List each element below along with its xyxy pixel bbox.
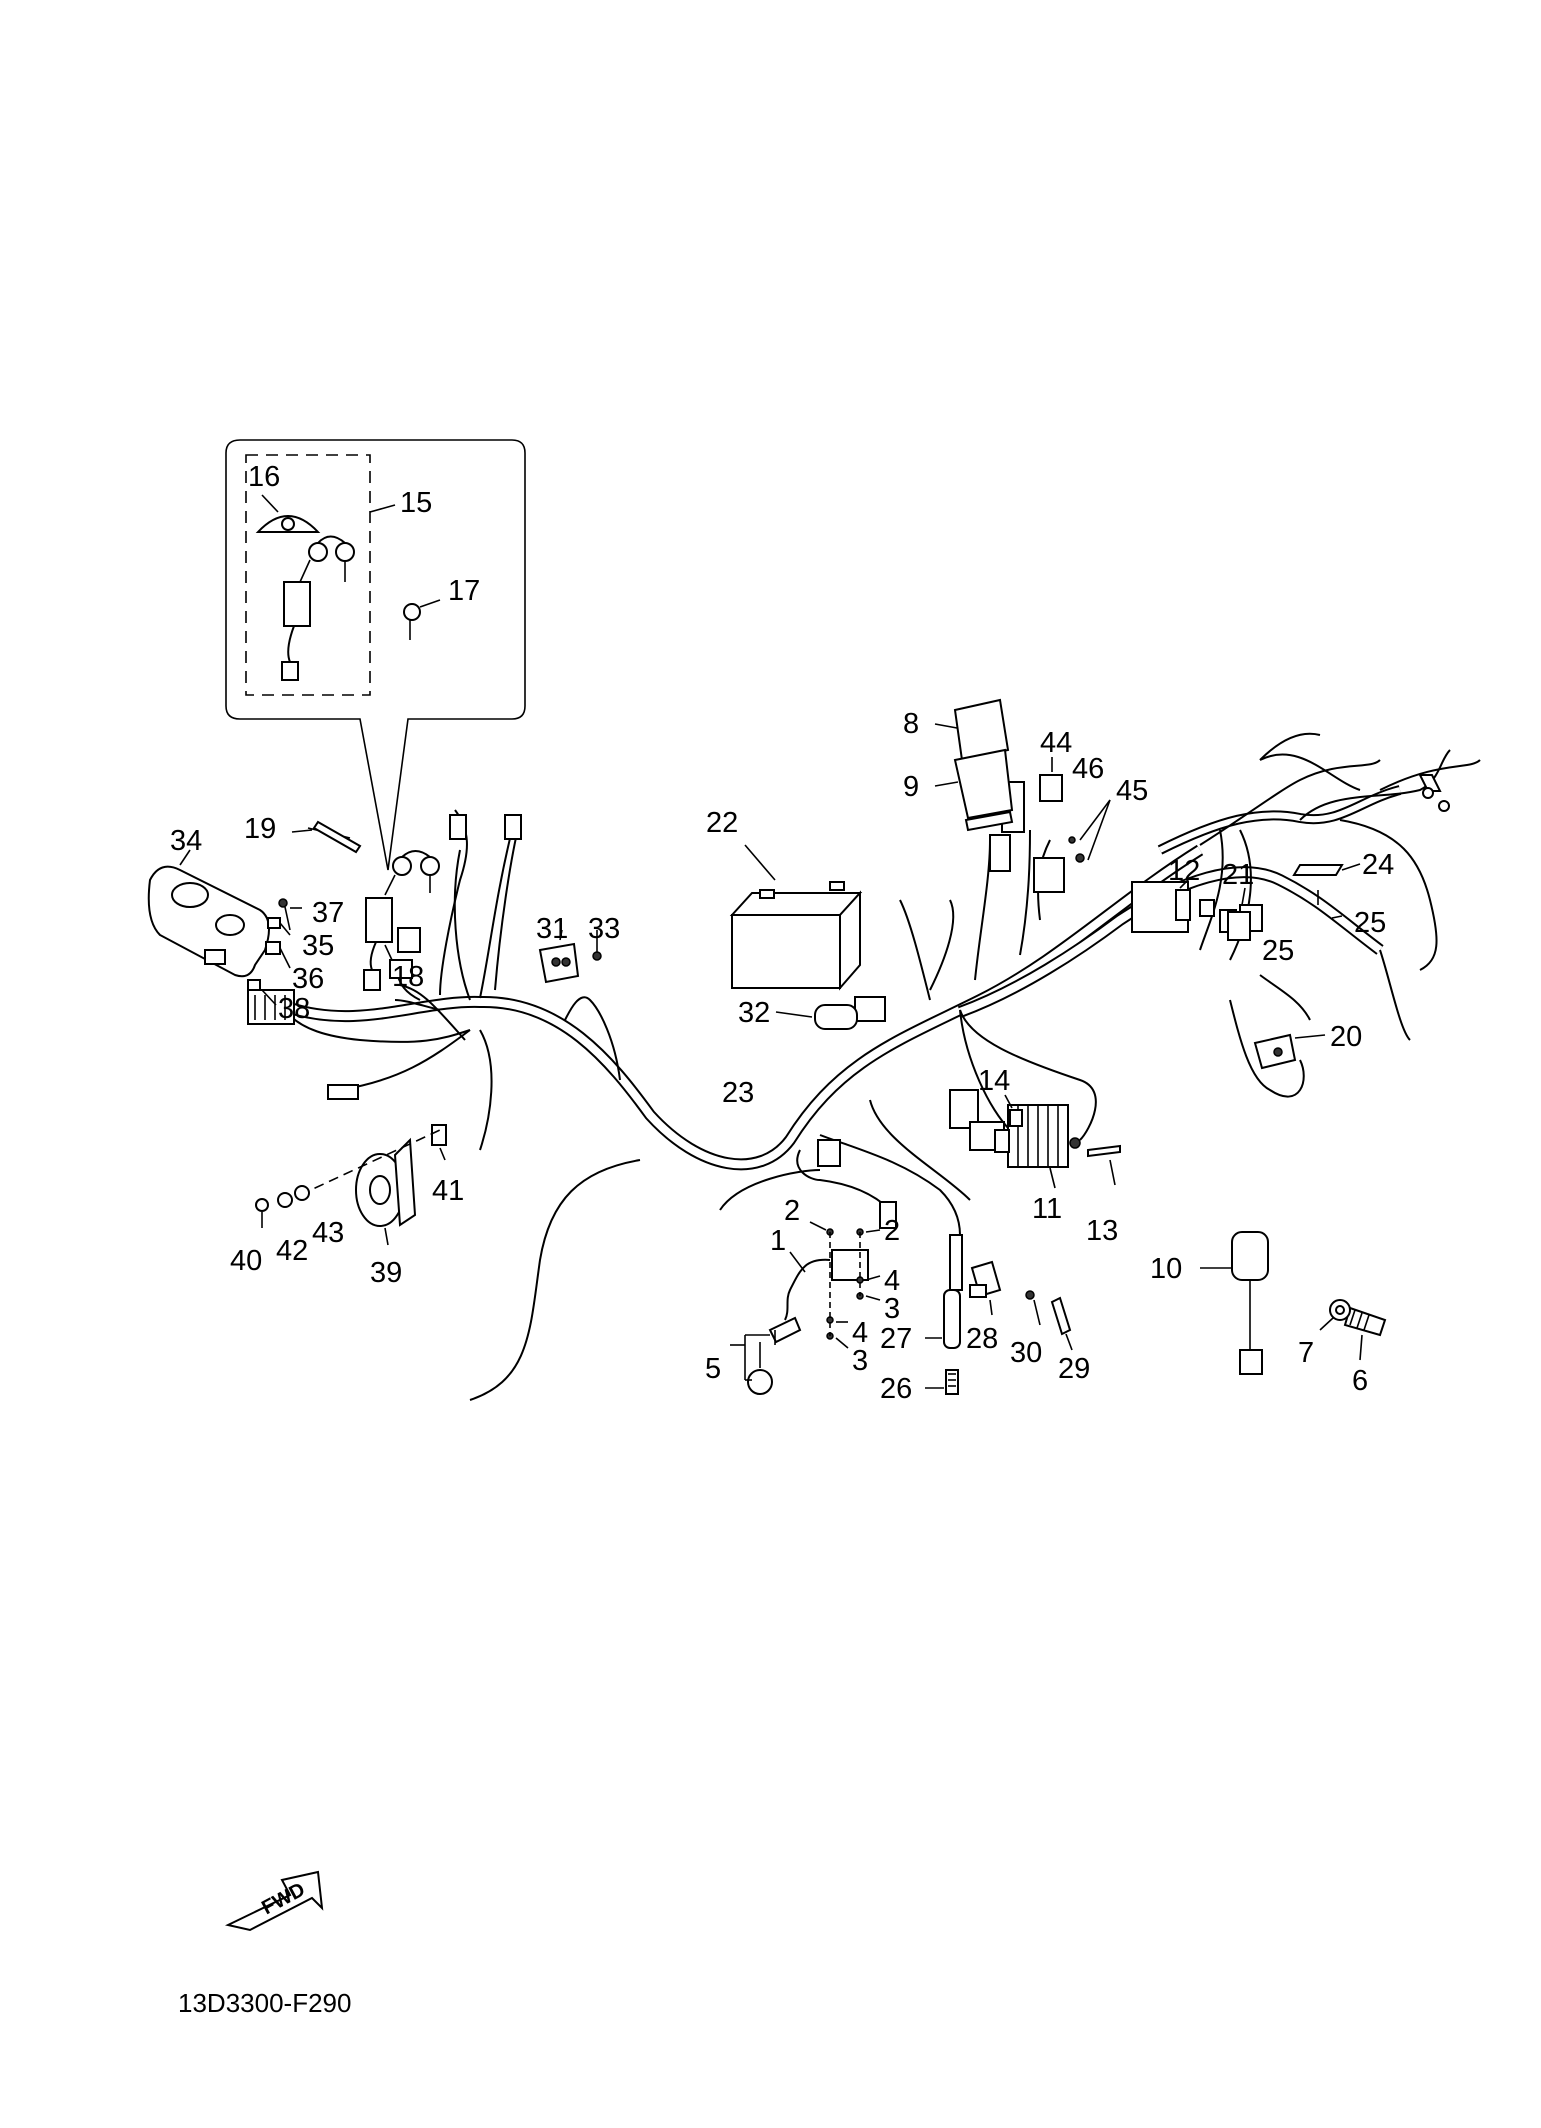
diagram-code: 13D3300-F290 xyxy=(178,1988,351,2018)
callout-43: 43 xyxy=(312,1217,344,1249)
callout-44: 44 xyxy=(1040,727,1072,759)
callout-8: 8 xyxy=(903,708,919,740)
relay-assembly xyxy=(1033,757,1111,893)
callout-15: 15 xyxy=(400,487,432,519)
callout-6: 6 xyxy=(1352,1365,1368,1397)
callout-13: 13 xyxy=(1086,1215,1118,1247)
horn xyxy=(255,1124,447,1246)
flasher-relay xyxy=(538,929,602,984)
callout-21: 21 xyxy=(1222,859,1254,891)
callout-25a: 25 xyxy=(1262,935,1294,967)
callout-18: 18 xyxy=(392,961,424,993)
callout-22: 22 xyxy=(706,807,738,839)
callout-46: 46 xyxy=(1072,753,1104,785)
callout-31: 31 xyxy=(536,913,568,945)
callout-5: 5 xyxy=(705,1353,721,1385)
callout-17: 17 xyxy=(448,575,480,607)
ignition-switch xyxy=(291,820,440,991)
spark-plug xyxy=(925,1289,961,1395)
callout-35: 35 xyxy=(302,930,334,962)
callout-32: 32 xyxy=(738,997,770,1029)
callout-14: 14 xyxy=(978,1065,1010,1097)
callout-26: 26 xyxy=(880,1373,912,1405)
callout-3b: 3 xyxy=(852,1345,868,1377)
callout-24: 24 xyxy=(1362,849,1394,881)
rectifier-regulator xyxy=(994,1104,1121,1189)
ecu-unit xyxy=(934,698,1014,832)
part-14 xyxy=(1004,1094,1023,1127)
meter-assembly xyxy=(147,849,270,978)
callout-40: 40 xyxy=(230,1245,262,1277)
sensor-20 xyxy=(1253,1033,1326,1070)
harness-connectors xyxy=(247,774,1450,1291)
callout-27: 27 xyxy=(880,1323,912,1355)
callout-42: 42 xyxy=(276,1235,308,1267)
callout-23: 23 xyxy=(722,1077,754,1109)
starter-relay xyxy=(1131,877,1251,941)
fuse-holder xyxy=(775,1004,858,1030)
callout-4a: 4 xyxy=(884,1265,900,1297)
callout-45: 45 xyxy=(1116,775,1148,807)
callout-16: 16 xyxy=(248,461,280,493)
callout-4b: 4 xyxy=(852,1317,868,1349)
sensor-28 xyxy=(969,1260,1073,1351)
part-10 xyxy=(1200,1231,1269,1375)
callout-20: 20 xyxy=(1330,1021,1362,1053)
callout-3a: 3 xyxy=(884,1293,900,1325)
callout-labels: 1 2 2 3 3 4 4 5 6 7 8 9 10 11 12 13 14 1… xyxy=(170,461,1394,1405)
callout-41: 41 xyxy=(432,1175,464,1207)
battery xyxy=(729,844,863,991)
callout-2a: 2 xyxy=(784,1195,800,1227)
callout-29: 29 xyxy=(1058,1353,1090,1385)
callout-38: 38 xyxy=(278,993,310,1025)
callout-11: 11 xyxy=(1032,1193,1062,1225)
callout-2b: 2 xyxy=(884,1215,900,1247)
ignition-switch-inset xyxy=(225,439,526,871)
callout-36: 36 xyxy=(292,963,324,995)
callout-12: 12 xyxy=(1168,855,1200,887)
callout-9: 9 xyxy=(903,771,919,803)
callout-28: 28 xyxy=(966,1323,998,1355)
bracket xyxy=(1292,863,1361,919)
switch-6 xyxy=(1319,1299,1387,1361)
callout-37: 37 xyxy=(312,897,344,929)
wire-harness xyxy=(284,732,1481,1401)
callout-39: 39 xyxy=(370,1257,402,1289)
callout-10: 10 xyxy=(1150,1253,1182,1285)
callout-30: 30 xyxy=(1010,1337,1042,1369)
callout-33: 33 xyxy=(588,913,620,945)
callout-25b: 25 xyxy=(1354,907,1386,939)
callout-19: 19 xyxy=(244,813,276,845)
callout-1: 1 xyxy=(770,1225,786,1257)
ignition-coil xyxy=(730,1221,881,1395)
fwd-arrow: FWD xyxy=(224,1870,324,1932)
callout-34: 34 xyxy=(170,825,202,857)
callout-7: 7 xyxy=(1298,1337,1314,1369)
